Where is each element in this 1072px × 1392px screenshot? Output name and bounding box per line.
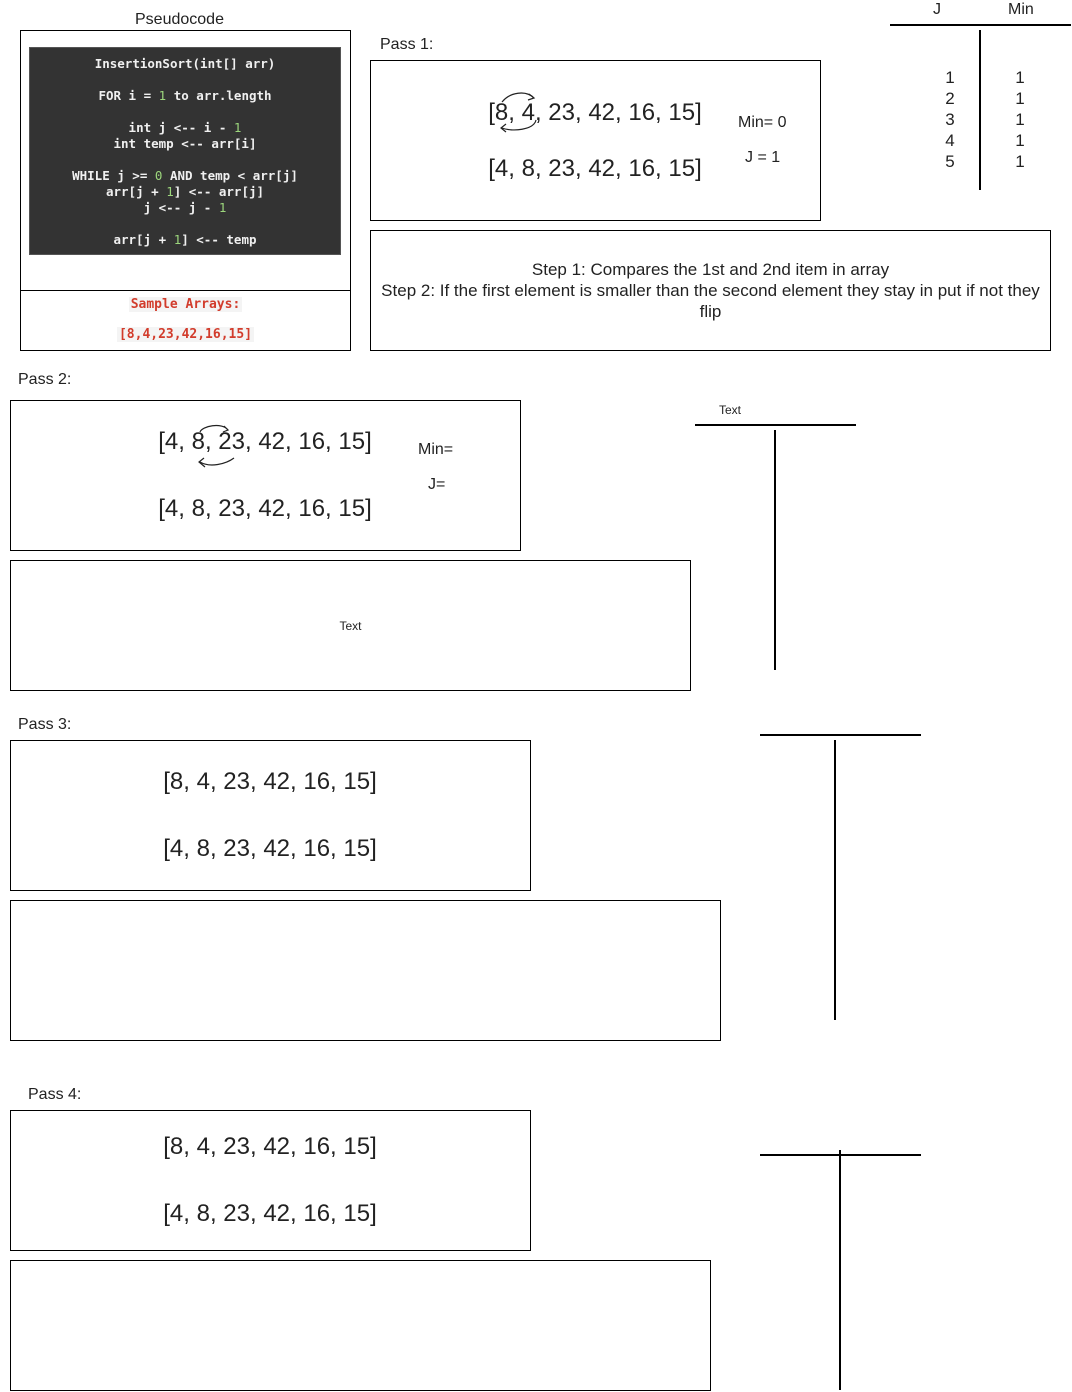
- pass2-min: Min=: [418, 441, 454, 458]
- table-j-cell: 4: [945, 131, 955, 150]
- pass2-notes-text: Text: [339, 619, 362, 633]
- code-line-init-j: int j <-- i - 1: [128, 120, 242, 135]
- pass2-swap-arrows-icon: [198, 424, 235, 468]
- table-j-column: 1 2 3 4 5: [940, 67, 960, 172]
- pass2-label: Pass 2:: [18, 371, 72, 388]
- pass3-box: [10, 740, 531, 891]
- sample-arrays-label: Sample Arrays:: [128, 297, 243, 312]
- table-divider: [979, 30, 981, 190]
- pass2-table-divider: [774, 430, 776, 670]
- pass2-notes-box: Text: [10, 560, 691, 691]
- pass1-j: J = 1: [745, 149, 781, 166]
- table-min-cell: 1: [1015, 110, 1025, 129]
- pass1-box: [370, 60, 821, 221]
- pass2-table-header: Text: [719, 403, 742, 417]
- pass3-label: Pass 3:: [18, 716, 72, 733]
- pseudocode-divider: [20, 290, 351, 291]
- table-min-column: 1 1 1 1 1: [1010, 67, 1030, 172]
- pass4-after-array: [4, 8, 23, 42, 16, 15]: [163, 1200, 377, 1227]
- table-header-rule: [890, 24, 1071, 26]
- pseudocode-title: Pseudocode: [135, 11, 224, 28]
- code-line-decrement: j <-- j - 1: [143, 200, 227, 215]
- pass2-after-array: [4, 8, 23, 42, 16, 15]: [158, 495, 372, 522]
- table-min-cell: 1: [1015, 152, 1025, 171]
- pass1-swap-arrows-icon: [500, 92, 537, 133]
- table-min-cell: 1: [1015, 68, 1025, 87]
- pass3-after-array: [4, 8, 23, 42, 16, 15]: [163, 835, 377, 862]
- pass3-before-array: [8, 4, 23, 42, 16, 15]: [163, 768, 377, 795]
- pass4-table-divider: [839, 1150, 841, 1390]
- pass4-label: Pass 4:: [28, 1086, 82, 1103]
- pass1-step1: Step 1: Compares the 1st and 2nd item in…: [531, 260, 890, 279]
- table-min-cell: 1: [1015, 89, 1025, 108]
- code-block: InsertionSort(int[] arr) FOR i = 1 to ar…: [29, 47, 341, 255]
- pass2-j: J=: [428, 476, 446, 493]
- pass4-notes-box: [10, 1260, 711, 1391]
- pass4-before-array: [8, 4, 23, 42, 16, 15]: [163, 1133, 377, 1160]
- code-line-while: WHILE j >= 0 AND temp < arr[j]: [72, 168, 298, 183]
- pass1-label: Pass 1:: [380, 36, 434, 53]
- table-j-cell: 1: [945, 68, 955, 87]
- code-line-temp: int temp <-- arr[i]: [113, 136, 257, 151]
- pass1-step2: Step 2: If the first element is smaller …: [381, 281, 1040, 321]
- table-j-cell: 3: [945, 110, 955, 129]
- pass1-steps-box: Step 1: Compares the 1st and 2nd item in…: [370, 230, 1051, 351]
- pass1-step-text: Step 1: Compares the 1st and 2nd item in…: [371, 259, 1050, 322]
- pass3-table-rule: [760, 734, 921, 736]
- code-line-assign: arr[j + 1] <-- temp: [113, 232, 257, 247]
- table-j-cell: 2: [945, 89, 955, 108]
- table-j-cell: 5: [945, 152, 955, 171]
- pass1-before-array: [8, 4, 23, 42, 16, 15]: [488, 99, 702, 126]
- pass2-before-array: [4, 8, 23, 42, 16, 15]: [158, 428, 372, 455]
- code-line-signature: InsertionSort(int[] arr): [94, 56, 276, 71]
- table-header-j: J: [933, 1, 941, 18]
- table-min-cell: 1: [1015, 131, 1025, 150]
- pass2-box: [10, 400, 521, 551]
- pass2-table-rule: [695, 424, 856, 426]
- table-header-min: Min: [1008, 1, 1034, 18]
- pass4-box: [10, 1110, 531, 1251]
- pass1-after-array: [4, 8, 23, 42, 16, 15]: [488, 155, 702, 182]
- pass3-notes-box: [10, 900, 721, 1041]
- code-line-for: FOR i = 1 to arr.length: [98, 88, 272, 103]
- code-line-shift: arr[j + 1] <-- arr[j]: [105, 184, 265, 199]
- sample-arrays-value: [8,4,23,42,16,15]: [116, 327, 255, 342]
- pass1-min: Min= 0: [738, 114, 787, 131]
- pass3-table-divider: [834, 740, 836, 1020]
- sample-section: Sample Arrays: [8,4,23,42,16,15]: [20, 296, 351, 346]
